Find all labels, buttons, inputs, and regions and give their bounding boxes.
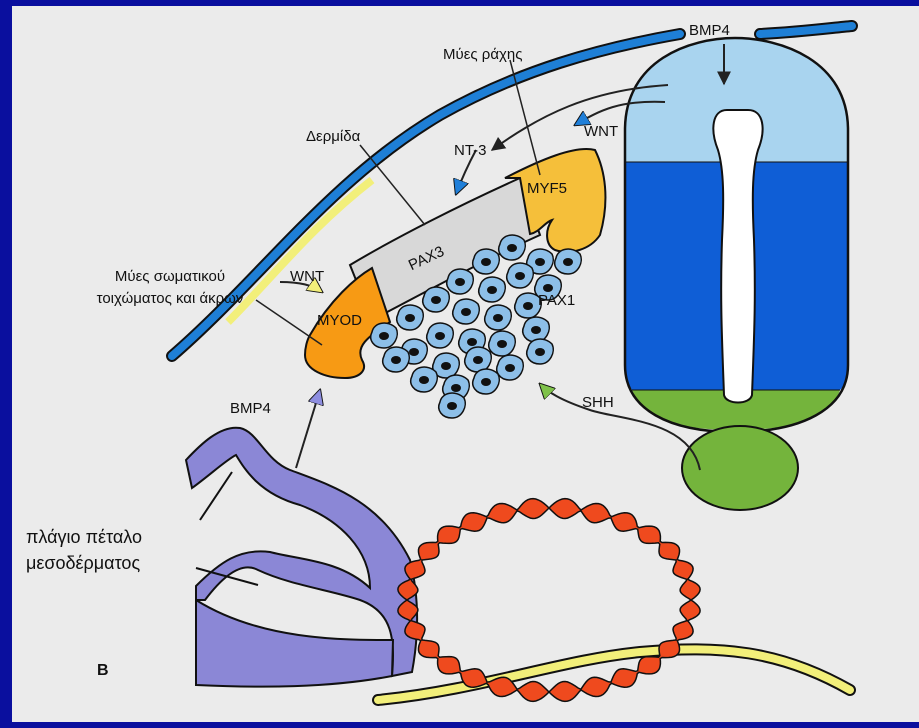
cell-nucleus: [543, 284, 553, 292]
cell-nucleus: [405, 314, 415, 322]
cell-nucleus: [441, 362, 451, 370]
cell-nucleus: [461, 308, 471, 316]
myes-somatikou-label-2: τοιχώματος και άκρων: [70, 290, 270, 308]
cell-nucleus: [431, 296, 441, 304]
dermida-label: Δερμίδα: [306, 128, 360, 146]
cell-nucleus: [409, 348, 419, 356]
diagram-panel: BMP4 Μύες ράχης WNT Δερμίδα NT-3 MYF5 PA…: [12, 6, 919, 722]
cell-nucleus: [563, 258, 573, 266]
myod-label: MYOD: [317, 312, 362, 330]
bmp4-bottom-arrow: [296, 390, 320, 468]
lateral-plate-lower: [196, 600, 393, 687]
cell-nucleus: [523, 302, 533, 310]
myes-somatikou-label-1: Μύες σωματικού: [70, 268, 270, 286]
lateral-plate-label-2: μεσοδέρματος: [26, 552, 140, 574]
cell-nucleus: [391, 356, 401, 364]
nt3-label: NT-3: [454, 142, 487, 160]
shh-label: SHH: [582, 394, 614, 412]
cell-nucleus: [493, 314, 503, 322]
panel-letter: B: [97, 662, 109, 680]
pax1-label: PAX1: [538, 292, 575, 310]
wnt-left-label: WNT: [290, 268, 324, 286]
cell-nucleus: [507, 244, 517, 252]
bmp4-top-label: BMP4: [689, 22, 730, 40]
bmp4-bottom-label: BMP4: [230, 400, 271, 418]
cell-nucleus: [467, 338, 477, 346]
cell-nucleus: [447, 402, 457, 410]
myes-rachis-label: Μύες ράχης: [443, 46, 522, 64]
neural-tube: [625, 38, 848, 432]
cell-nucleus: [379, 332, 389, 340]
wnt-top-label: WNT: [584, 123, 618, 141]
cell-nucleus: [535, 258, 545, 266]
cell-nucleus: [473, 356, 483, 364]
cell-nucleus: [531, 326, 541, 334]
cell-nucleus: [455, 278, 465, 286]
cell-nucleus: [419, 376, 429, 384]
myf5-label: MYF5: [527, 180, 567, 198]
cell-nucleus: [505, 364, 515, 372]
cell-nucleus: [515, 272, 525, 280]
cell-nucleus: [481, 378, 491, 386]
somite-signaling-diagram: [12, 6, 919, 722]
cell-nucleus: [435, 332, 445, 340]
cell-nucleus: [497, 340, 507, 348]
cell-nucleus: [487, 286, 497, 294]
cell-nucleus: [451, 384, 461, 392]
cell-nucleus: [481, 258, 491, 266]
lateral-plate-label-1: πλάγιο πέταλο: [26, 526, 142, 548]
cell-nucleus: [535, 348, 545, 356]
